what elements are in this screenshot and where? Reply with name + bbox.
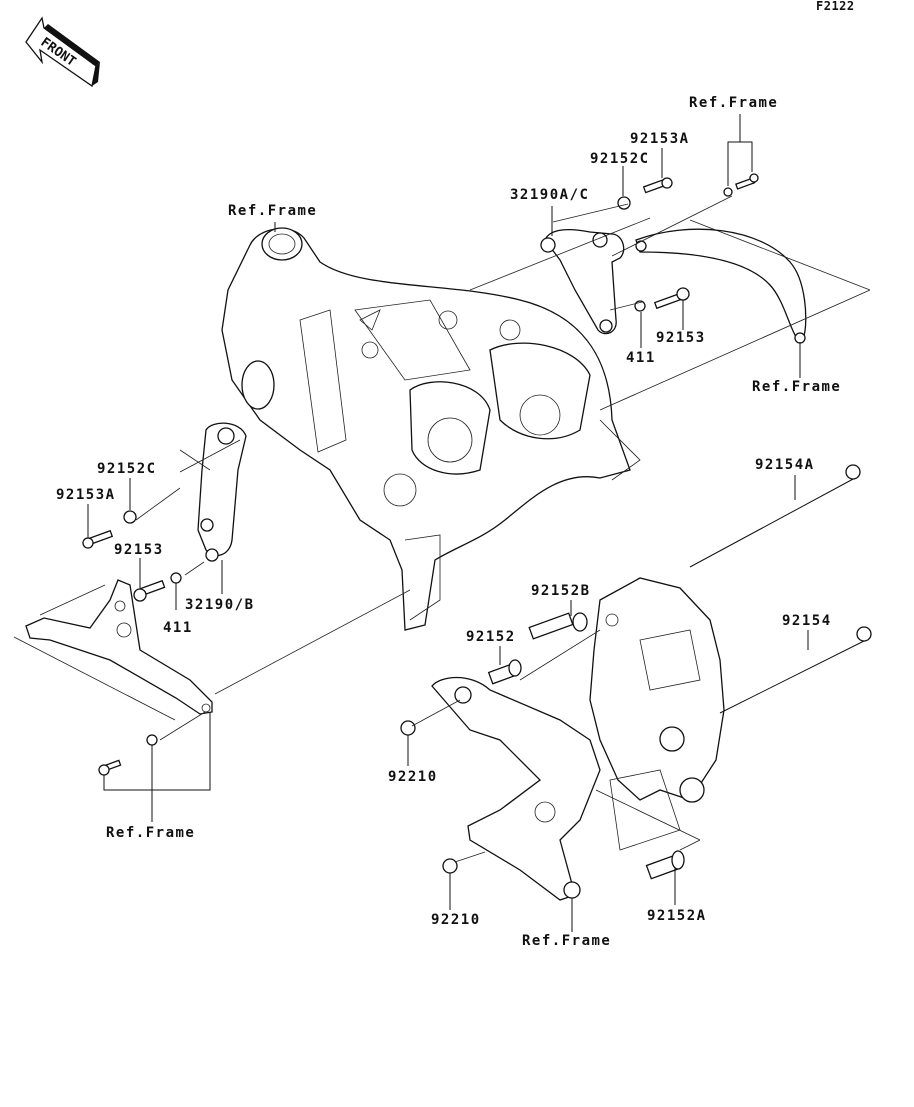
- diagram-code: F2122: [816, 0, 855, 13]
- front-arrow-icon: FRONT: [25, 16, 100, 88]
- bracket-32190b: [197, 422, 247, 562]
- label-92153a-left[interactable]: 92153A: [56, 487, 116, 503]
- main-frame-body: [221, 227, 641, 631]
- label-ref-frame-top-right[interactable]: Ref.Frame: [689, 95, 779, 111]
- label-92152c-left[interactable]: 92152C: [97, 461, 157, 477]
- label-92153-left[interactable]: 92153: [114, 542, 164, 558]
- bracket-32190ac: [540, 228, 625, 335]
- label-92152[interactable]: 92152: [466, 629, 516, 645]
- label-ref-frame-bottom-center[interactable]: Ref.Frame: [522, 933, 612, 949]
- label-32190ac[interactable]: 32190A/C: [510, 187, 590, 203]
- label-92210-upper[interactable]: 92210: [388, 769, 438, 785]
- label-92152b[interactable]: 92152B: [531, 583, 591, 599]
- frame-stay-right: [635, 228, 807, 344]
- label-ref-frame-bottom-left[interactable]: Ref.Frame: [106, 825, 196, 841]
- label-ref-frame-right[interactable]: Ref.Frame: [752, 379, 842, 395]
- frame-stay-left: [25, 579, 213, 715]
- label-92152c-top[interactable]: 92152C: [590, 151, 650, 167]
- label-32190b[interactable]: 32190/B: [185, 597, 255, 613]
- label-92154a[interactable]: 92154A: [755, 457, 815, 473]
- label-92152a[interactable]: 92152A: [647, 908, 707, 924]
- label-92210-lower[interactable]: 92210: [431, 912, 481, 928]
- label-411-left[interactable]: 411: [163, 620, 193, 636]
- leader-lines: [13, 114, 871, 932]
- label-92153a-top[interactable]: 92153A: [630, 131, 690, 147]
- label-ref-frame-top-center[interactable]: Ref.Frame: [228, 203, 318, 219]
- label-92153-right[interactable]: 92153: [656, 330, 706, 346]
- engine-mount-assembly: [431, 577, 725, 901]
- label-92154[interactable]: 92154: [782, 613, 832, 629]
- fasteners: [82, 173, 872, 880]
- label-411-right[interactable]: 411: [626, 350, 656, 366]
